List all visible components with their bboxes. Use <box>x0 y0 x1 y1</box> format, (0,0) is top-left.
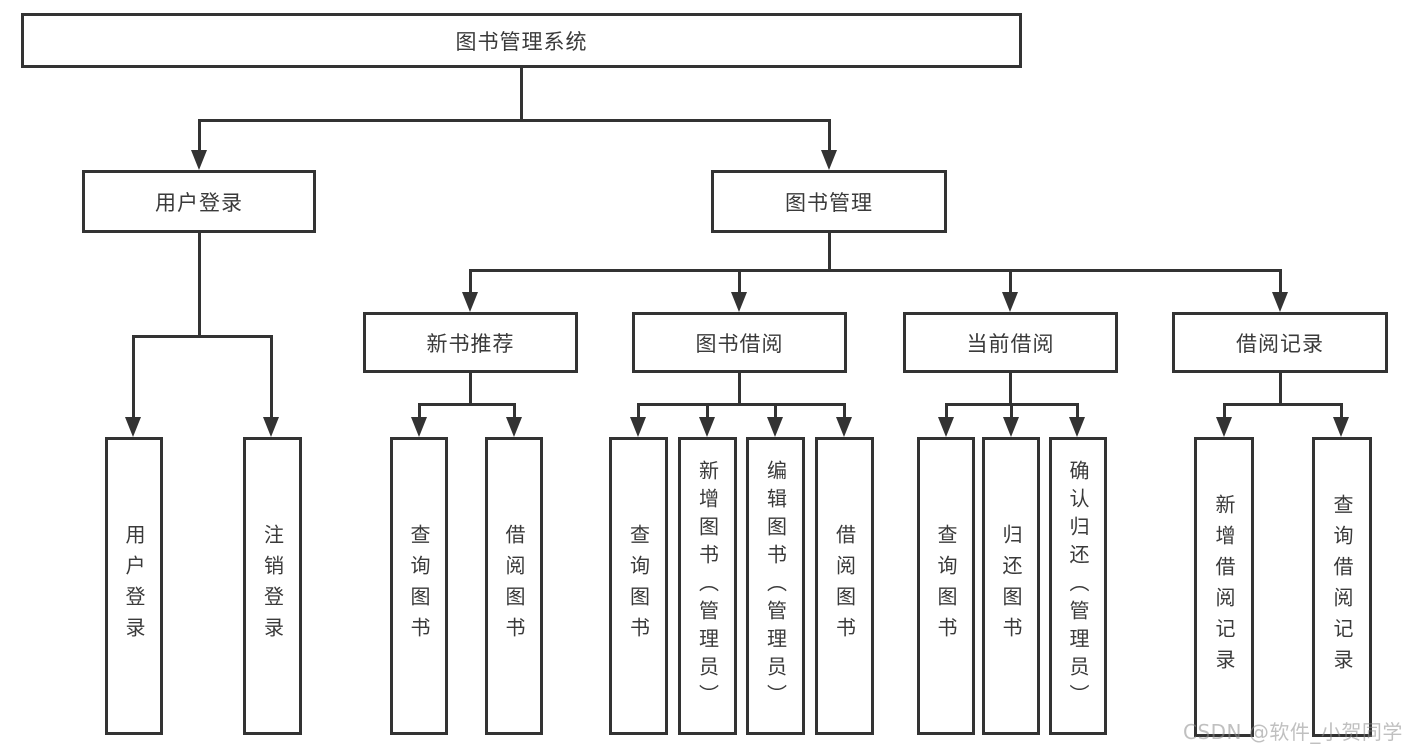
leaf-query-books-1: 查询图书 <box>390 437 448 735</box>
connector-line <box>1223 403 1226 419</box>
connector-line <box>132 335 135 420</box>
arrow-down-icon <box>1216 417 1232 437</box>
connector-line <box>774 403 777 419</box>
leaf-confirm-return-admin-label: 确认归还（管理员） <box>1066 460 1090 712</box>
arrow-down-icon <box>630 417 646 437</box>
arrow-down-icon <box>836 417 852 437</box>
leaf-query-books-3-label: 查询图书 <box>934 524 958 648</box>
connector-line <box>520 68 523 121</box>
connector-line <box>1010 403 1013 419</box>
arrow-down-icon <box>506 417 522 437</box>
connector-line <box>706 403 709 419</box>
leaf-query-books-2-label: 查询图书 <box>626 524 651 648</box>
leaf-borrow-books-2-label: 借阅图书 <box>832 524 857 648</box>
node-library-system-label: 图书管理系统 <box>455 29 588 54</box>
leaf-add-borrow-record-label: 新增借阅记录 <box>1212 494 1236 680</box>
leaf-query-books-2: 查询图书 <box>609 437 668 735</box>
connector-line <box>469 269 472 294</box>
csdn-watermark: CSDN @软件_小贺同学 <box>1183 720 1403 744</box>
connector-line <box>198 119 201 152</box>
connector-line <box>1223 403 1343 406</box>
connector-line <box>1279 269 1282 294</box>
arrow-down-icon <box>1333 417 1349 437</box>
arrow-down-icon <box>191 150 207 170</box>
leaf-query-books-3: 查询图书 <box>917 437 975 735</box>
arrow-down-icon <box>821 150 837 170</box>
arrow-down-icon <box>411 417 427 437</box>
arrow-down-icon <box>1002 292 1018 312</box>
connector-line <box>270 335 273 420</box>
node-book-borrowing: 图书借阅 <box>632 312 847 373</box>
connector-line <box>469 373 472 406</box>
arrow-down-icon <box>1069 417 1085 437</box>
leaf-user-login-label: 用户登录 <box>122 524 146 648</box>
leaf-add-books-admin-label: 新增图书（管理员） <box>695 460 720 712</box>
leaf-query-borrow-record-label: 查询借阅记录 <box>1330 494 1354 680</box>
arrow-down-icon <box>125 417 141 437</box>
connector-line <box>945 403 948 419</box>
connector-line <box>828 233 831 272</box>
arrow-down-icon <box>699 417 715 437</box>
leaf-add-borrow-record: 新增借阅记录 <box>1194 437 1254 737</box>
arrow-down-icon <box>1003 417 1019 437</box>
connector-line <box>637 403 845 406</box>
connector-line <box>513 403 516 419</box>
connector-line <box>738 373 741 406</box>
leaf-logout-label: 注销登录 <box>260 524 285 648</box>
node-current-borrowing: 当前借阅 <box>903 312 1118 373</box>
leaf-add-books-admin: 新增图书（管理员） <box>678 437 737 735</box>
connector-line <box>738 269 741 294</box>
connector-line <box>637 403 640 419</box>
arrow-down-icon <box>731 292 747 312</box>
node-library-system: 图书管理系统 <box>21 13 1022 68</box>
leaf-confirm-return-admin: 确认归还（管理员） <box>1049 437 1107 735</box>
node-new-book-recommendation: 新书推荐 <box>363 312 578 373</box>
node-book-management-label: 图书管理 <box>785 190 873 215</box>
connector-line <box>843 403 846 419</box>
connector-line <box>1009 269 1012 294</box>
connector-line <box>418 403 516 406</box>
arrow-down-icon <box>1272 292 1288 312</box>
connector-line <box>198 119 831 122</box>
connector-line <box>1279 373 1282 406</box>
node-book-management: 图书管理 <box>711 170 947 233</box>
arrow-down-icon <box>263 417 279 437</box>
leaf-edit-books-admin-label: 编辑图书（管理员） <box>763 460 788 712</box>
connector-line <box>1340 403 1343 419</box>
leaf-borrow-books-1-label: 借阅图书 <box>502 524 526 648</box>
connector-line <box>469 269 1282 272</box>
arrow-down-icon <box>767 417 783 437</box>
leaf-borrow-books-2: 借阅图书 <box>815 437 874 735</box>
node-book-borrowing-label: 图书借阅 <box>695 331 784 356</box>
connector-line <box>1076 403 1079 419</box>
connector-line <box>418 403 421 419</box>
connector-line <box>198 233 201 338</box>
arrow-down-icon <box>462 292 478 312</box>
node-user-login-label: 用户登录 <box>155 190 243 215</box>
node-user-login: 用户登录 <box>82 170 316 233</box>
leaf-return-books: 归还图书 <box>982 437 1040 735</box>
arrow-down-icon <box>938 417 954 437</box>
node-current-borrowing-label: 当前借阅 <box>966 331 1055 356</box>
connector-line <box>132 335 273 338</box>
leaf-edit-books-admin: 编辑图书（管理员） <box>746 437 805 735</box>
node-borrowing-records-label: 借阅记录 <box>1236 331 1324 356</box>
node-borrowing-records: 借阅记录 <box>1172 312 1388 373</box>
leaf-query-borrow-record: 查询借阅记录 <box>1312 437 1372 737</box>
leaf-user-login: 用户登录 <box>105 437 163 735</box>
leaf-query-books-1-label: 查询图书 <box>407 524 431 648</box>
connector-line <box>828 119 831 152</box>
leaf-return-books-label: 归还图书 <box>999 524 1023 648</box>
connector-line <box>1009 373 1012 406</box>
leaf-borrow-books-1: 借阅图书 <box>485 437 543 735</box>
node-new-book-recommendation-label: 新书推荐 <box>426 331 515 356</box>
leaf-logout: 注销登录 <box>243 437 302 735</box>
